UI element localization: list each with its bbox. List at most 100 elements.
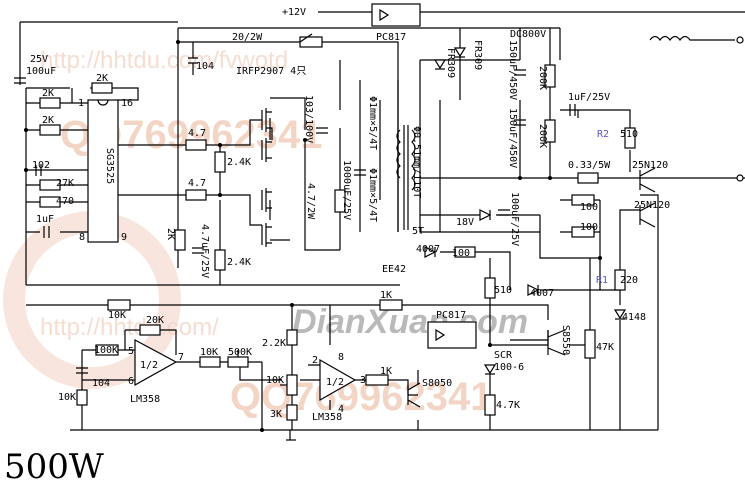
label-d4007-b: 4007 (530, 288, 554, 299)
label-r27k: 27K (56, 178, 74, 189)
capacitor-c47-25 (192, 247, 204, 254)
label-c104-top: 104 (196, 61, 214, 72)
capacitor-c102 (35, 165, 42, 176)
capacitor-c1uf (43, 226, 50, 238)
label-op-a: 1/2 (140, 360, 158, 371)
label-r470: 470 (56, 196, 74, 207)
label-c104-bot: 104 (92, 378, 110, 389)
diode-4007-a (424, 246, 437, 258)
transformer-ee42 (379, 100, 416, 230)
resistor-r47-2w (334, 189, 346, 213)
resistor-r10k-c (286, 374, 298, 396)
label-lm358-a: LM358 (130, 394, 160, 405)
resistor-r510-mid (484, 277, 496, 299)
label-ic-name: SG3525 (104, 148, 115, 184)
label-pin7: 7 (178, 352, 184, 363)
label-r47k2: 4.7K (496, 400, 520, 411)
label-r2k-b: 2K (42, 115, 54, 126)
transistor-s8050 (407, 382, 421, 408)
label-r10k-b: 10K (200, 347, 218, 358)
label-r22k: 2.2K (262, 338, 286, 349)
capacitor-c104-bot (76, 367, 88, 374)
label-c150-a: 150uF/450V (507, 40, 518, 100)
label-scr-v: 100-6 (494, 362, 524, 373)
capacitor-c103 (316, 127, 328, 134)
resistor-r24k-a (214, 151, 226, 173)
capacitor-c104-top (188, 42, 198, 75)
components (14, 3, 744, 441)
label-c1uf: 1uF (36, 214, 54, 225)
label-wind1: Φ1mm×5/4T (367, 96, 378, 150)
label-wind4: 5T (412, 226, 424, 237)
igbt-25n120-a (639, 167, 656, 193)
resistor-r100-c (571, 226, 595, 238)
label-pin9: 9 (121, 232, 127, 243)
label-r47k: 47K (596, 342, 614, 353)
resistor-r10k-b (199, 356, 221, 368)
label-dc800: DC800V (510, 29, 546, 40)
resistor-r220 (614, 269, 626, 291)
optocoupler-pc817-mid-led (435, 328, 446, 342)
label-pin8: 8 (79, 232, 85, 243)
resistor-r2k-top (91, 82, 113, 94)
terminal-output-bottom (736, 174, 744, 182)
label-r3k: 3K (270, 409, 282, 420)
label-r47-2w: 4.7/2W (305, 183, 316, 220)
resistor-r1k-a (379, 299, 403, 311)
label-r2k-top: 2K (96, 73, 108, 84)
label-pin2: 2 (312, 355, 318, 366)
igbt-25n120-b (639, 202, 656, 228)
label-z18v: 18V (456, 217, 474, 228)
diode-z18v (479, 209, 492, 221)
label-r100-b: 100 (580, 202, 598, 213)
label-d4007-a: 4007 (416, 244, 440, 255)
capacitor-c1uf25 (569, 104, 576, 116)
resistor-r500k (227, 356, 249, 368)
label-pin4: 4 (338, 404, 344, 415)
label-pin8b: 8 (338, 352, 344, 363)
label-r200k-b: 200K (537, 124, 548, 148)
label-fr309-a: FR309 (445, 48, 456, 78)
mosfet-q3 (261, 188, 272, 212)
label-r10k-a: 10K (108, 310, 126, 321)
label-q25n-a: 25N120 (632, 160, 668, 171)
mosfet-q4 (261, 223, 272, 247)
resistor-r470 (39, 196, 61, 208)
watermark-brand: DianXuan.com (292, 303, 528, 341)
label-s8050: S8050 (422, 378, 452, 389)
label-r2k-mid: 2K (165, 228, 176, 240)
transistor-s8550 (547, 329, 566, 356)
label-r200k-a: 200K (537, 66, 548, 90)
label-r47-b: 4.7 (188, 178, 206, 189)
label-r100-c: 100 (580, 222, 598, 233)
label-r47-a: 4.7 (188, 128, 206, 139)
label-r500k: 500K (228, 347, 252, 358)
label-c100uf: 100uF (26, 66, 56, 77)
label-r10k-c: 10K (266, 375, 284, 386)
diode-4007-b (527, 284, 540, 296)
watermark-contact-bottom: QQ769962341 (230, 375, 492, 419)
optocoupler-pc817-top-led (379, 8, 390, 22)
label-s8550: S8550 (560, 325, 571, 355)
switch-power (299, 33, 313, 43)
wiring (19, 11, 745, 440)
label-r100-a: 100 (452, 248, 470, 259)
inductor-output (649, 35, 735, 42)
diode-fr309-b (433, 59, 447, 70)
resistor-r1k-b (365, 374, 389, 386)
optocoupler-pc817-mid (427, 321, 477, 349)
label-pin6: 6 (128, 376, 134, 387)
label-pc817-mid: PC817 (436, 310, 466, 321)
label-c1uf25: 1uF/25V (568, 92, 610, 103)
label-r033: 0.33/5W (568, 160, 611, 171)
schematic-title: 500W (4, 447, 104, 487)
label-r2k-a: 2K (42, 88, 54, 99)
label-r1k-b: 1K (380, 366, 392, 377)
label-irfp: IRFP2907 4只 (236, 66, 306, 77)
mosfet-q1 (261, 108, 273, 140)
label-scr: SCR (494, 350, 513, 361)
resistor-r2k-a (39, 97, 61, 109)
resistor-r20-2w (299, 36, 323, 48)
label-pc817-top: PC817 (376, 32, 406, 43)
